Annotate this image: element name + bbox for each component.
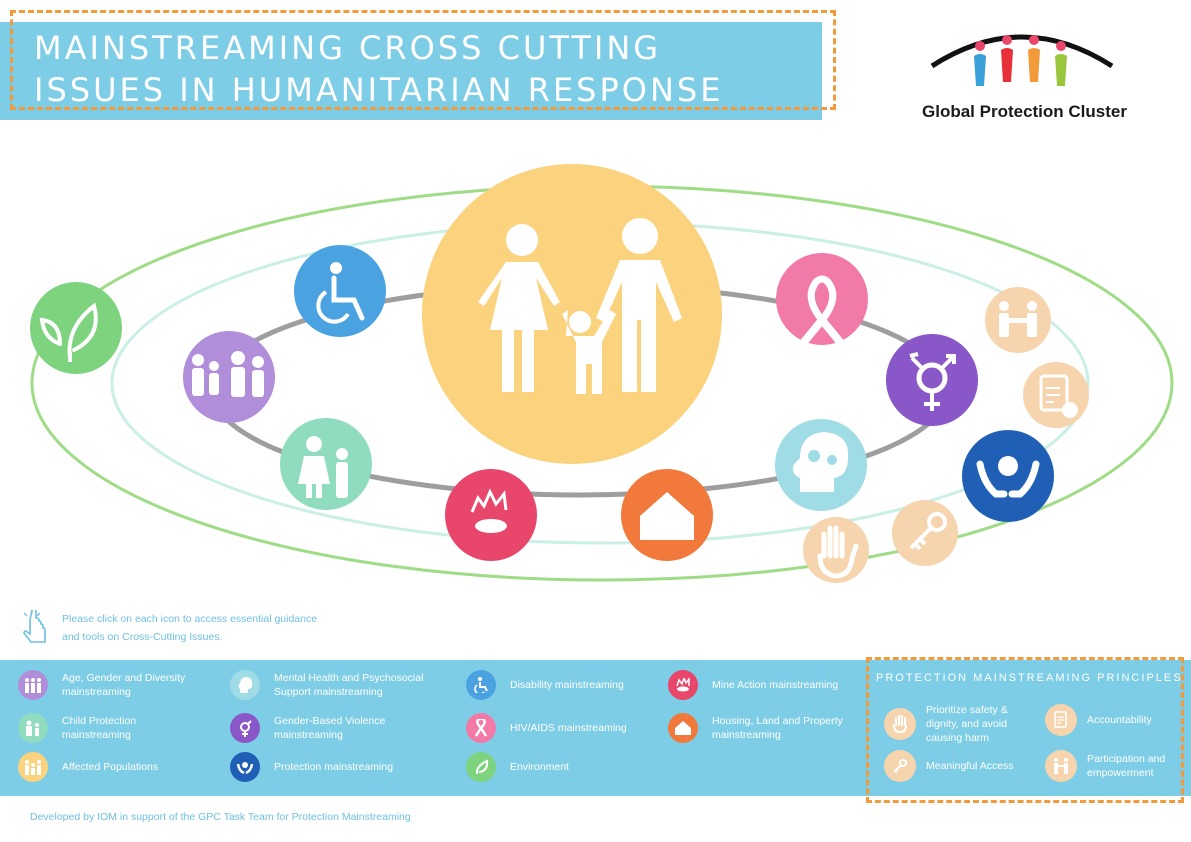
principles-title: PROTECTION MAINSTREAMING PRINCIPLES xyxy=(876,672,1183,684)
legend-label: Protection mainstreaming xyxy=(274,761,394,773)
footer-credit: Developed by IOM in support of the GPC T… xyxy=(30,811,411,823)
legend-item-age-gender-diversity[interactable]: Age, Gender and Diversity mainstreaming xyxy=(18,668,218,702)
child-protection-icon[interactable] xyxy=(280,418,372,510)
page-title: MAINSTREAMING CROSS CUTTING ISSUES IN HU… xyxy=(34,27,814,111)
legend-label: Age, Gender and Diversity mainstreaming xyxy=(62,672,186,698)
legend-item-affected-populations[interactable]: Affected Populations xyxy=(18,750,218,784)
family-group-icon xyxy=(18,670,48,700)
principle-item-accountability[interactable]: Accountability xyxy=(1045,704,1180,736)
legend-item-protection[interactable]: Protection mainstreaming xyxy=(230,750,450,784)
house-icon[interactable] xyxy=(621,469,713,561)
legend-label: Environment xyxy=(510,761,569,773)
key-icon[interactable] xyxy=(892,500,958,566)
environment-icon[interactable] xyxy=(30,282,122,374)
mine-icon[interactable] xyxy=(445,469,537,561)
gpc-logo xyxy=(930,34,1114,86)
legend-item-disability[interactable]: Disability mainstreaming xyxy=(466,668,656,702)
logo-text: Global Protection Cluster xyxy=(922,102,1127,121)
legend-item-gender-based-violence[interactable]: Gender-Based Violence mainstreaming xyxy=(230,711,450,745)
gender-symbol-icon xyxy=(230,713,260,743)
pointing-hand-icon xyxy=(23,610,46,643)
legend-item-mine-action[interactable]: Mine Action mainstreaming xyxy=(668,668,863,702)
principles-dashed-frame xyxy=(866,657,1184,803)
protecting-hands-icon xyxy=(230,752,260,782)
legend-item-environment[interactable]: Environment xyxy=(466,750,656,784)
stop-hand-icon[interactable] xyxy=(803,517,869,583)
handshake-icon xyxy=(1045,750,1077,782)
clipboard-check-icon[interactable] xyxy=(1023,362,1089,428)
principle-label: Participation and empowerment xyxy=(1087,753,1166,779)
stop-hand-icon xyxy=(884,708,916,740)
family-group-icon[interactable] xyxy=(183,331,275,423)
ribbon-icon xyxy=(466,713,496,743)
child-protection-icon xyxy=(18,713,48,743)
title-banner xyxy=(0,22,822,120)
wheelchair-icon[interactable] xyxy=(294,245,386,337)
principle-item-safety-dignity[interactable]: Prioritize safety & dignity, and avoid c… xyxy=(884,704,1034,744)
principle-item-meaningful-access[interactable]: Meaningful Access xyxy=(884,750,1034,782)
head-gears-icon xyxy=(230,670,260,700)
legend-label: Affected Populations xyxy=(62,761,159,773)
legend-item-mental-health[interactable]: Mental Health and Psychosocial Support m… xyxy=(230,668,450,702)
clipboard-check-icon xyxy=(1045,704,1077,736)
mine-icon xyxy=(668,670,698,700)
legend-panel xyxy=(0,660,1191,796)
wheelchair-icon xyxy=(466,670,496,700)
legend-label: Mine Action mainstreaming xyxy=(712,679,839,691)
legend-label: Disability mainstreaming xyxy=(510,679,624,691)
principle-label: Accountability xyxy=(1087,714,1152,726)
legend-item-housing[interactable]: Housing, Land and Property mainstreaming xyxy=(668,711,863,745)
affected-populations-icon xyxy=(18,752,48,782)
legend-label: Child Protection mainstreaming xyxy=(62,715,137,741)
legend-item-hiv-aids[interactable]: HIV/AIDS mainstreaming xyxy=(466,711,656,745)
leaf-icon xyxy=(466,752,496,782)
head-gears-icon[interactable] xyxy=(775,419,867,511)
protecting-hands-icon[interactable] xyxy=(962,430,1054,522)
legend-label: Gender-Based Violence mainstreaming xyxy=(274,715,386,741)
legend-label: Mental Health and Psychosocial Support m… xyxy=(274,672,424,698)
house-icon xyxy=(668,713,698,743)
key-icon xyxy=(884,750,916,782)
legend-label: HIV/AIDS mainstreaming xyxy=(510,722,627,734)
principle-label: Prioritize safety & dignity, and avoid c… xyxy=(926,704,1008,744)
title-line-2: ISSUES IN HUMANITARIAN RESPONSE xyxy=(34,71,724,109)
title-dashed-frame xyxy=(10,10,836,110)
handshake-icon[interactable] xyxy=(985,287,1051,353)
ribbon-icon[interactable] xyxy=(776,253,868,346)
legend-label: Housing, Land and Property mainstreaming xyxy=(712,715,843,741)
instruction-text: Please click on each icon to access esse… xyxy=(62,613,318,643)
affected-populations-center-icon[interactable] xyxy=(422,164,722,464)
title-line-1: MAINSTREAMING CROSS CUTTING xyxy=(34,29,662,67)
principle-item-participation[interactable]: Participation and empowerment xyxy=(1045,748,1180,784)
legend-item-child-protection[interactable]: Child Protection mainstreaming xyxy=(18,711,218,745)
gender-symbol-icon[interactable] xyxy=(886,334,978,426)
principle-label: Meaningful Access xyxy=(926,760,1014,772)
cross-cutting-diagram xyxy=(30,164,1174,583)
